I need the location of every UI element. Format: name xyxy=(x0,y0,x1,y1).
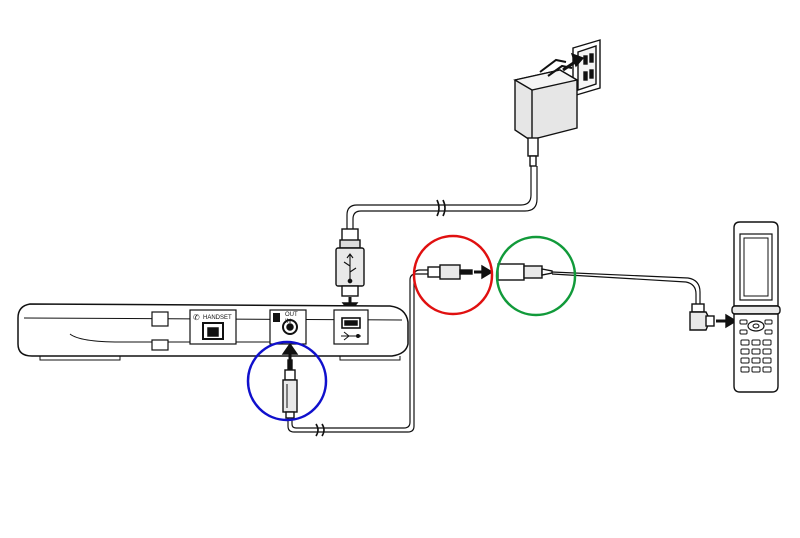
highlight-circle-green xyxy=(495,235,577,317)
handset-port-label: HANDSET xyxy=(203,315,232,321)
ac-adapter xyxy=(513,52,585,167)
usb-plug xyxy=(335,228,365,314)
phone-keypad xyxy=(740,339,772,373)
wall-outlet xyxy=(572,39,601,97)
audio-plug-mini xyxy=(427,264,494,280)
line-out-label: OUT xyxy=(285,312,298,318)
phone-adapter-socket xyxy=(497,263,553,281)
line-switch xyxy=(273,313,280,322)
line-in-label: IN xyxy=(285,319,291,325)
adapter-cable xyxy=(346,166,538,230)
flip-phone xyxy=(731,221,781,393)
phone-cable xyxy=(551,271,701,304)
usb-plug-icon xyxy=(343,253,357,284)
phone-connector xyxy=(689,303,738,331)
base-unit xyxy=(17,303,409,361)
audio-plug-base xyxy=(281,342,299,419)
highlight-circle-blue xyxy=(246,340,328,422)
highlight-circle-red xyxy=(412,234,494,316)
audio-cable xyxy=(287,269,428,437)
handset-icon: ✆ xyxy=(193,313,200,322)
